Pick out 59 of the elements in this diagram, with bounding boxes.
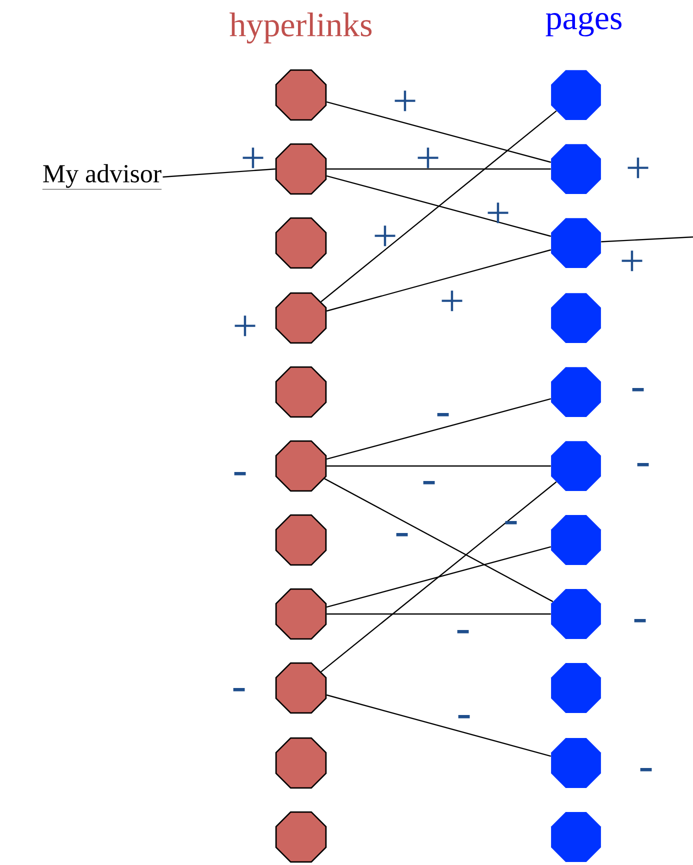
sign-mark: - (396, 533, 408, 536)
column-heading: hyperlinks (230, 12, 372, 44)
sign-mark: + (418, 148, 438, 168)
sign-mark: + (442, 290, 462, 312)
page-octagon (551, 515, 601, 565)
line (601, 236, 693, 242)
sign-mark: + (394, 90, 416, 112)
sign-mark: - (437, 413, 449, 416)
line (326, 398, 551, 460)
hyperlink-octagon (275, 143, 327, 195)
column-heading: pages (546, 12, 622, 36)
sign-mark: - (423, 481, 435, 484)
hyperlink-octagon (275, 811, 327, 863)
sign-mark: + (628, 158, 648, 178)
sign-mark: + (488, 202, 508, 224)
line (320, 110, 557, 302)
page-octagon (551, 589, 601, 639)
line (326, 694, 551, 757)
line (162, 168, 276, 178)
line (320, 481, 557, 672)
hyperlink-octagon (275, 514, 327, 566)
link-text: My advisor (42, 164, 162, 190)
line (326, 613, 551, 615)
sign-mark: + (622, 250, 642, 272)
hyperlink-octagon (275, 440, 327, 492)
sign-mark: + (242, 148, 264, 168)
line (326, 175, 551, 237)
sign-mark: - (640, 768, 652, 772)
line (326, 546, 551, 608)
page-octagon (551, 144, 601, 194)
hyperlink-octagon (275, 737, 327, 789)
page-octagon (551, 367, 601, 417)
hyperlink-octagon (275, 662, 327, 714)
page-octagon (551, 738, 601, 788)
sign-mark: - (234, 472, 246, 476)
sign-mark: - (233, 688, 245, 692)
line (324, 478, 554, 602)
hyperlink-octagon (275, 292, 327, 344)
page-octagon (551, 663, 601, 713)
page-octagon (551, 812, 601, 862)
sign-mark: - (458, 715, 470, 718)
page-octagon (551, 218, 601, 268)
sign-mark: - (634, 619, 646, 622)
line (326, 168, 551, 170)
line (326, 101, 551, 163)
sign-mark: - (457, 630, 469, 634)
hyperlink-octagon (275, 366, 327, 418)
page-octagon (551, 441, 601, 491)
line (326, 249, 551, 312)
hyperlink-octagon (275, 217, 327, 269)
sign-mark: + (374, 226, 396, 246)
page-octagon (551, 293, 601, 343)
line (326, 465, 551, 467)
sign-mark: + (234, 316, 256, 336)
hyperlink-octagon (275, 588, 327, 640)
hyperlink-octagon (275, 69, 327, 121)
page-octagon (551, 70, 601, 120)
sign-mark: - (637, 463, 649, 466)
sign-mark: - (632, 388, 644, 392)
